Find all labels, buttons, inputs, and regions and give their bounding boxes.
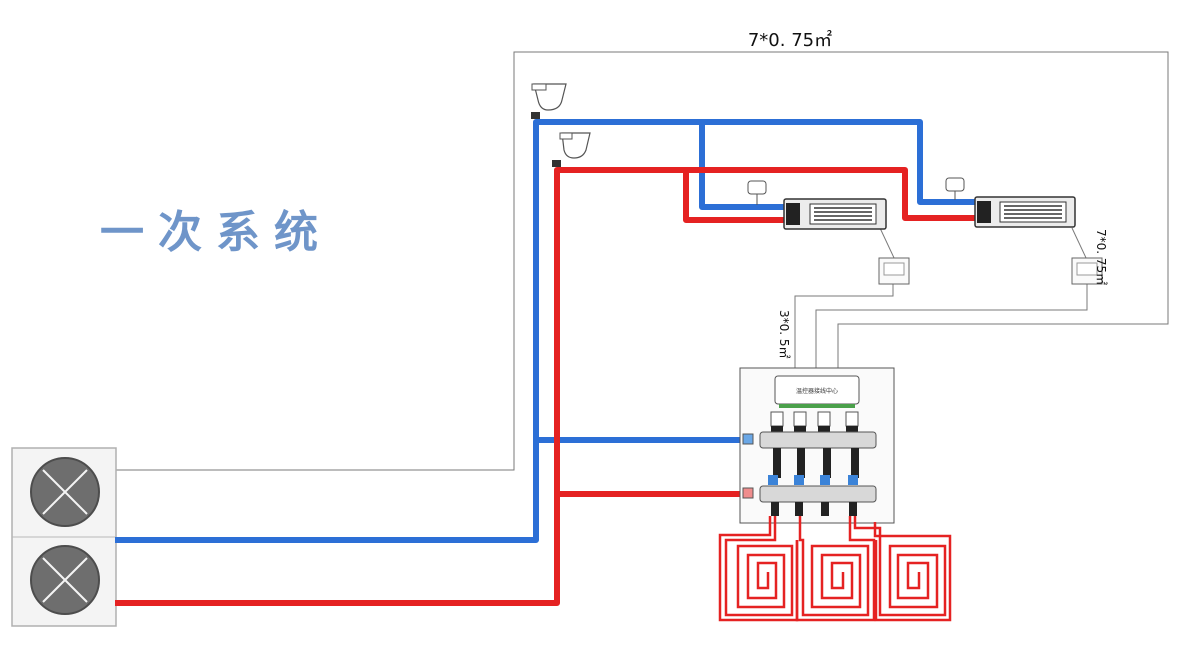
valve-icon — [531, 83, 567, 111]
floor-heating-loops — [718, 516, 952, 622]
fan-coil-unit — [783, 198, 887, 230]
system-title: 一次系统 — [100, 207, 332, 258]
wiring-center-label: 温控器接线中心 — [796, 387, 838, 395]
fan-coil-unit — [974, 196, 1076, 228]
valve-icon — [747, 180, 767, 195]
outdoor-heat-pump-unit — [11, 447, 117, 627]
thermostat-icon — [1071, 257, 1103, 285]
control-wiring — [115, 51, 1169, 471]
thermostat-icon — [878, 257, 910, 285]
valve-icon — [945, 177, 965, 192]
top-cable-label: 7*0. 75㎡ — [748, 29, 832, 51]
manifold-panel: 温控器接线中心 — [739, 367, 895, 524]
mid-cable-label: 3*0. 5㎡ — [777, 310, 791, 359]
return-pipes — [115, 119, 980, 543]
supply-pipes — [115, 167, 978, 606]
valve-icon — [559, 132, 591, 159]
right-cable-label: 7*0. 75㎡ — [1094, 229, 1108, 285]
